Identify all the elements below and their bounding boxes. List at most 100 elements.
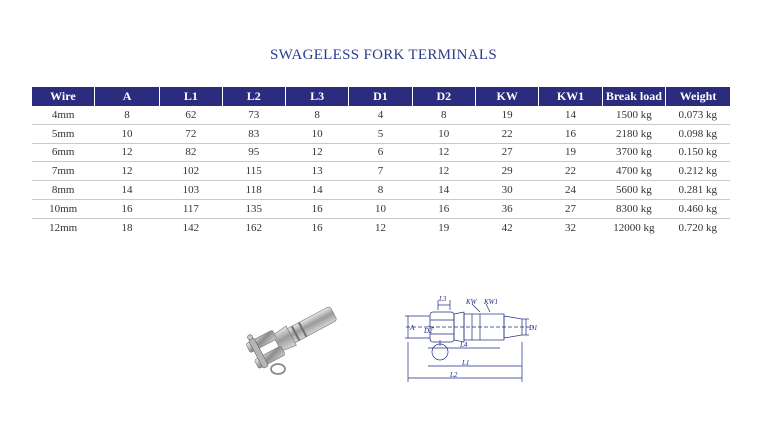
cell-break-load: 5600 kg: [602, 180, 666, 200]
label-kw: KW: [465, 298, 478, 306]
cell-l1: 103: [159, 180, 223, 200]
col-header-d2: D2: [412, 87, 476, 106]
cell-l3: 16: [285, 199, 349, 219]
table-header-row: Wire A L1 L2 L3 D1 D2 KW KW1 Break load …: [32, 87, 730, 106]
col-header-wire: Wire: [32, 87, 95, 106]
cell-d2: 12: [412, 161, 476, 182]
cell-kw: 29: [475, 161, 539, 182]
cell-d1: 4: [348, 106, 413, 125]
cell-break-load: 3700 kg: [602, 143, 666, 163]
cell-kw1: 32: [565, 221, 577, 234]
cell-weight: 0.720 kg: [678, 221, 718, 234]
cell-break-load: 4700 kg: [602, 161, 666, 182]
cell-d1: 6: [348, 143, 413, 163]
col-header-weight: Weight: [665, 87, 730, 106]
col-header-a: A: [94, 87, 161, 106]
cell-a: 18: [121, 221, 133, 234]
label-l4: L4: [459, 341, 468, 349]
cell-wire: 4mm: [32, 106, 95, 125]
cell-weight: 0.150 kg: [665, 143, 730, 163]
label-l2: L2: [449, 371, 458, 379]
label-a: A: [409, 324, 415, 332]
cell-l3: 16: [311, 221, 323, 234]
cell-weight: 0.460 kg: [665, 199, 730, 219]
cell-l3: 10: [285, 124, 349, 144]
col-header-break-load: Break load: [602, 87, 667, 106]
cell-a: 12: [94, 161, 160, 182]
table-row: 12mm 18 142 162 16 12 19 42 32 12000 kg 0.720 kg: [32, 218, 730, 236]
cell-l1: 72: [159, 124, 223, 144]
cell-l1: 142: [182, 221, 200, 234]
cell-l2: 83: [222, 124, 286, 144]
cell-d2: 10: [412, 124, 476, 144]
cell-kw1: 22: [538, 161, 603, 182]
cell-wire: 5mm: [32, 124, 95, 144]
cell-a: 8: [94, 106, 160, 125]
cell-a: 10: [94, 124, 160, 144]
cell-wire: 12mm: [49, 221, 78, 234]
cell-wire: 6mm: [32, 143, 95, 163]
cell-l2: 135: [222, 199, 286, 219]
cell-a: 16: [94, 199, 160, 219]
cell-d2: 8: [412, 106, 476, 125]
cell-break-load: 12000 kg: [613, 221, 655, 234]
cell-kw1: 16: [538, 124, 603, 144]
cell-wire: 8mm: [32, 180, 95, 200]
page-title: SWAGELESS FORK TERMINALS: [270, 47, 497, 63]
cell-kw1: 27: [538, 199, 603, 219]
cell-a: 14: [94, 180, 160, 200]
cell-l3: 12: [285, 143, 349, 163]
label-l1: L1: [461, 359, 469, 367]
cell-kw1: 19: [538, 143, 603, 163]
cell-l2: 115: [222, 161, 286, 182]
cell-d2: 12: [412, 143, 476, 163]
dimension-diagram: L3 KW KW1 A D2 D1 L4 L1 L2: [405, 295, 538, 382]
label-l3: L3: [438, 295, 447, 303]
cell-l1: 82: [159, 143, 223, 163]
cell-l2: 95: [222, 143, 286, 163]
cell-weight: 0.281 kg: [665, 180, 730, 200]
cell-d1: 7: [348, 161, 413, 182]
cell-kw: 22: [475, 124, 539, 144]
cell-l2: 118: [222, 180, 286, 200]
cell-kw: 27: [475, 143, 539, 163]
cell-l3: 8: [285, 106, 349, 125]
cell-break-load: 8300 kg: [602, 199, 666, 219]
col-header-kw1: KW1: [538, 87, 603, 106]
cell-kw: 42: [501, 221, 513, 234]
cell-kw: 30: [475, 180, 539, 200]
label-d2: D2: [423, 327, 433, 335]
col-header-d1: D1: [348, 87, 413, 106]
spec-table: Wire A L1 L2 L3 D1 D2 KW KW1 Break load …: [32, 87, 730, 237]
cell-l1: 117: [159, 199, 223, 219]
cell-l3: 13: [285, 161, 349, 182]
col-header-l1: L1: [159, 87, 223, 106]
cell-weight: 0.073 kg: [665, 106, 730, 125]
cell-l2: 162: [245, 221, 262, 234]
cell-wire: 7mm: [32, 161, 95, 182]
col-header-kw: KW: [475, 87, 540, 106]
product-photo: [246, 306, 337, 375]
label-kw1: KW1: [483, 298, 498, 306]
label-d1: D1: [528, 324, 538, 332]
cell-kw: 36: [475, 199, 539, 219]
cell-l2: 73: [222, 106, 286, 125]
cell-a: 12: [94, 143, 160, 163]
cell-wire: 10mm: [32, 199, 95, 219]
cell-l1: 62: [159, 106, 223, 125]
cell-break-load: 2180 kg: [602, 124, 666, 144]
cell-d1: 12: [374, 221, 386, 234]
cell-weight: 0.098 kg: [665, 124, 730, 144]
cell-d2: 19: [438, 221, 450, 234]
cell-d1: 5: [348, 124, 413, 144]
cell-kw1: 14: [538, 106, 603, 125]
cell-d1: 8: [348, 180, 413, 200]
cell-d1: 10: [348, 199, 413, 219]
cell-d2: 16: [412, 199, 476, 219]
col-header-l3: L3: [285, 87, 350, 106]
